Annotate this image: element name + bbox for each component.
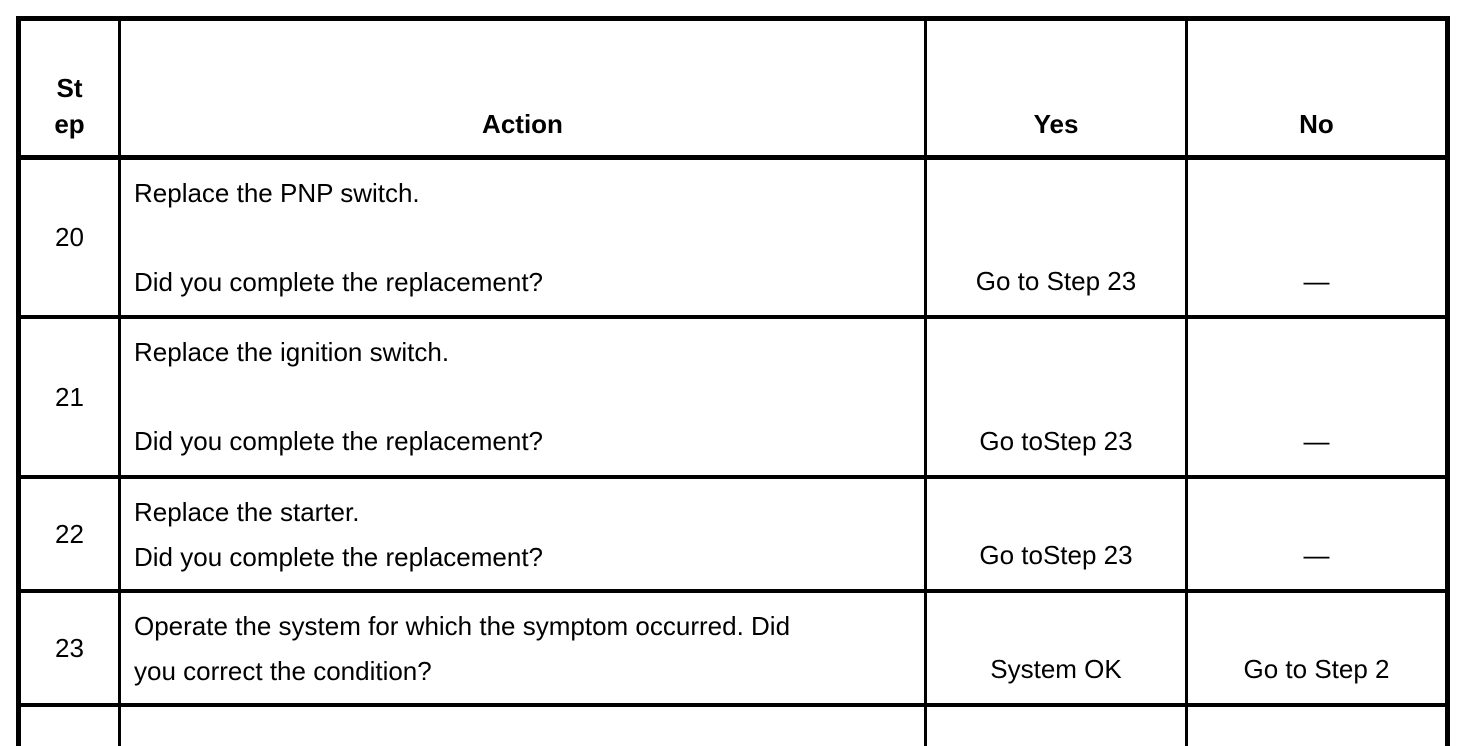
yes-value: Go to Step 23 bbox=[975, 266, 1137, 296]
yes-cell: Go toStep 23 bbox=[927, 479, 1188, 589]
header-step-line1: St bbox=[56, 73, 83, 103]
header-cell-yes: Yes bbox=[927, 21, 1188, 155]
action-question: you correct the condition? bbox=[134, 656, 432, 686]
yes-cell bbox=[927, 707, 1188, 746]
action-cell: Operate the system for which the symptom… bbox=[121, 593, 927, 703]
action-cell bbox=[121, 707, 927, 746]
yes-cell: Go to Step 23 bbox=[927, 160, 1188, 315]
table-row: 23 Operate the system for which the symp… bbox=[21, 593, 1445, 707]
no-value: — bbox=[1303, 540, 1330, 570]
no-cell: — bbox=[1188, 479, 1445, 589]
no-cell: — bbox=[1188, 160, 1445, 315]
no-value: — bbox=[1303, 426, 1330, 456]
header-cell-no: No bbox=[1188, 21, 1445, 155]
step-cell: 21 bbox=[21, 319, 121, 475]
no-value: — bbox=[1303, 266, 1330, 296]
step-cell: 23 bbox=[21, 593, 121, 703]
table-header-row: St ep Action Yes No bbox=[21, 21, 1445, 160]
no-cell: Go to Step 2 bbox=[1188, 593, 1445, 703]
step-number: 23 bbox=[55, 632, 84, 663]
no-value: Go to Step 2 bbox=[1243, 654, 1390, 684]
action-cell: Replace the starter. Did you complete th… bbox=[121, 479, 927, 589]
step-number: 21 bbox=[55, 381, 84, 412]
step-number: 20 bbox=[55, 222, 84, 252]
header-cell-step: St ep bbox=[21, 21, 121, 155]
table-row: 20 Replace the PNP switch. Did you compl… bbox=[21, 160, 1445, 319]
action-instruction: Replace the starter. bbox=[134, 497, 360, 527]
table-row: 21 Replace the ignition switch. Did you … bbox=[21, 319, 1445, 479]
step-cell: 22 bbox=[21, 479, 121, 589]
yes-cell: Go toStep 23 bbox=[927, 319, 1188, 475]
step-cell: 20 bbox=[21, 160, 121, 315]
header-no-label: No bbox=[1299, 109, 1334, 139]
diagnostic-steps-table: St ep Action Yes No 20 Replace the PNP s… bbox=[16, 16, 1450, 746]
no-cell: — bbox=[1188, 319, 1445, 475]
table-row: 22 Replace the starter. Did you complete… bbox=[21, 479, 1445, 593]
action-cell: Replace the PNP switch. Did you complete… bbox=[121, 160, 927, 315]
yes-value: Go toStep 23 bbox=[979, 540, 1133, 570]
action-question: Did you complete the replacement? bbox=[134, 426, 544, 456]
step-cell bbox=[21, 707, 121, 746]
step-number: 22 bbox=[55, 518, 84, 549]
table-row-partial bbox=[21, 707, 1445, 746]
action-instruction: Replace the ignition switch. bbox=[134, 337, 450, 367]
yes-cell: System OK bbox=[927, 593, 1188, 703]
action-question: Did you complete the replacement? bbox=[134, 267, 544, 297]
header-cell-action: Action bbox=[121, 21, 927, 155]
action-instruction: Replace the PNP switch. bbox=[134, 178, 420, 208]
header-action-label: Action bbox=[482, 109, 563, 139]
action-question: Did you complete the replacement? bbox=[134, 542, 544, 572]
yes-value: Go toStep 23 bbox=[979, 426, 1133, 456]
no-cell bbox=[1188, 707, 1445, 746]
action-cell: Replace the ignition switch. Did you com… bbox=[121, 319, 927, 475]
yes-value: System OK bbox=[990, 654, 1122, 684]
action-instruction: Operate the system for which the symptom… bbox=[134, 611, 791, 641]
header-yes-label: Yes bbox=[1033, 109, 1079, 139]
header-step-line2: ep bbox=[54, 109, 85, 139]
